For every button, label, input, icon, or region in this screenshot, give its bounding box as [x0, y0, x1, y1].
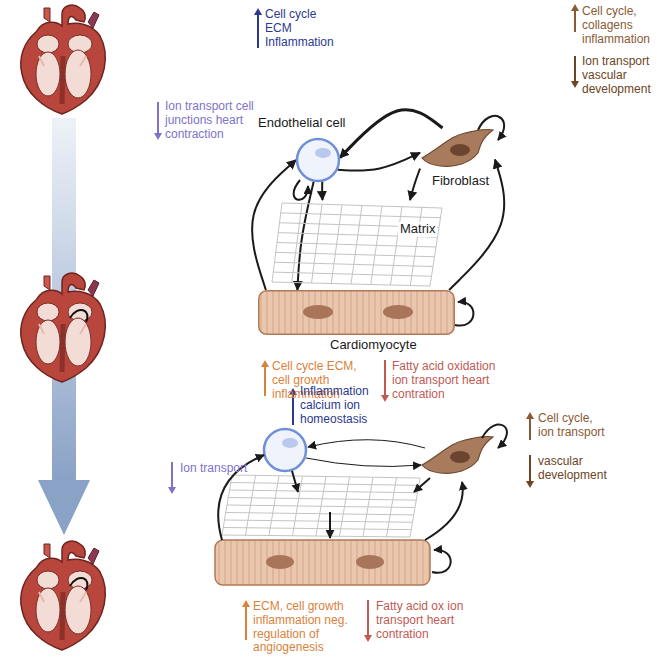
matrix-fiber: [277, 243, 436, 248]
self-loop: [455, 302, 473, 326]
matrix-grid: [222, 475, 420, 537]
annotation-text: Fatty acid ox ion transport heart contra…: [376, 600, 480, 641]
change-arrow: [254, 8, 262, 48]
matrix-fiber: [276, 252, 435, 256]
self-loop: [294, 180, 308, 200]
nucleus: [356, 555, 384, 569]
change-arrow: [364, 600, 372, 642]
matrix-fiber: [410, 207, 422, 285]
nucleus: [282, 438, 298, 448]
heart-arc: [70, 578, 87, 590]
annotation-text: Cell cycle ECM Inflammation: [265, 8, 345, 49]
matrix-fiber: [226, 513, 414, 515]
fibroblast-cell: Fibroblast: [420, 128, 495, 173]
annotation-text: Ion transport vascular development: [582, 55, 658, 96]
signal-arrow: [338, 153, 420, 171]
node-shape: [270, 200, 445, 288]
matrix-fiber: [223, 528, 411, 530]
matrix-fiber: [371, 206, 382, 284]
signal-arrow: [321, 182, 323, 200]
signal-arrows: [218, 424, 507, 572]
heart: [21, 5, 106, 114]
endothelial-shape: [264, 429, 306, 471]
cell-label: Matrix: [398, 222, 437, 237]
change-arrow: [381, 360, 389, 402]
change-arrow: [242, 600, 250, 640]
matrix-fiber: [363, 477, 373, 536]
heart: [21, 273, 106, 382]
cardiomyocyte-cell: Cardiomyocyte: [258, 290, 455, 335]
annotation-text: Cell cycle, collagens inflammation: [582, 5, 658, 46]
matrix-fiber: [222, 535, 410, 537]
annotation-text: Inflammation calcium ion homeostasis: [300, 385, 384, 426]
annotation-text: ECM, cell growth inflammation neg. regul…: [253, 600, 365, 655]
annotation-text: Ion transport cell junctions heart contr…: [165, 100, 267, 141]
change-arrow: [571, 56, 579, 88]
signal-arrow: [252, 160, 296, 290]
matrix-fiber: [227, 505, 415, 508]
change-arrows: [154, 4, 579, 642]
change-arrow: [526, 412, 534, 440]
node-shape: [420, 128, 495, 173]
annotation-text: vascular development: [538, 455, 618, 483]
change-arrow: [154, 102, 162, 140]
timeline-arrowhead: [38, 480, 90, 535]
annotation-text: Ion transport: [180, 462, 260, 476]
nucleus: [266, 555, 294, 569]
signal-arrow: [340, 110, 443, 158]
heart: [21, 541, 106, 650]
change-arrow: [261, 360, 269, 396]
matrix-fiber: [225, 520, 413, 522]
endothelial-cell: Endothelial cell: [296, 138, 340, 182]
node-shape: [296, 138, 340, 182]
heart-arc: [70, 310, 87, 322]
annotation-text: Cell cycle, ion transport: [538, 412, 610, 440]
cell-label: Fibroblast: [432, 174, 489, 189]
signal-arrow: [410, 169, 420, 201]
cardiomyocyte-shape: [215, 540, 430, 585]
fibroblast-shape: [422, 436, 493, 473]
cell-label: Cardiomyocyte: [330, 338, 417, 353]
matrix-fiber: [391, 207, 403, 285]
matrix-fiber: [275, 262, 434, 266]
matrix-fiber: [387, 478, 397, 537]
matrix-region: Matrix: [270, 200, 445, 288]
cell-label: Endothelial cell: [258, 116, 345, 131]
matrix-fiber: [273, 272, 431, 276]
annotation-text: Fatty acid oxidation ion transport heart…: [392, 360, 510, 401]
signal-arrow: [297, 182, 313, 290]
change-arrow: [526, 455, 534, 488]
matrix-fiber: [272, 282, 430, 286]
change-arrow: [168, 462, 176, 494]
change-arrow: [571, 4, 579, 32]
node-shape: [258, 290, 455, 335]
matrix-fiber: [340, 477, 350, 536]
matrix-fiber: [430, 208, 442, 286]
